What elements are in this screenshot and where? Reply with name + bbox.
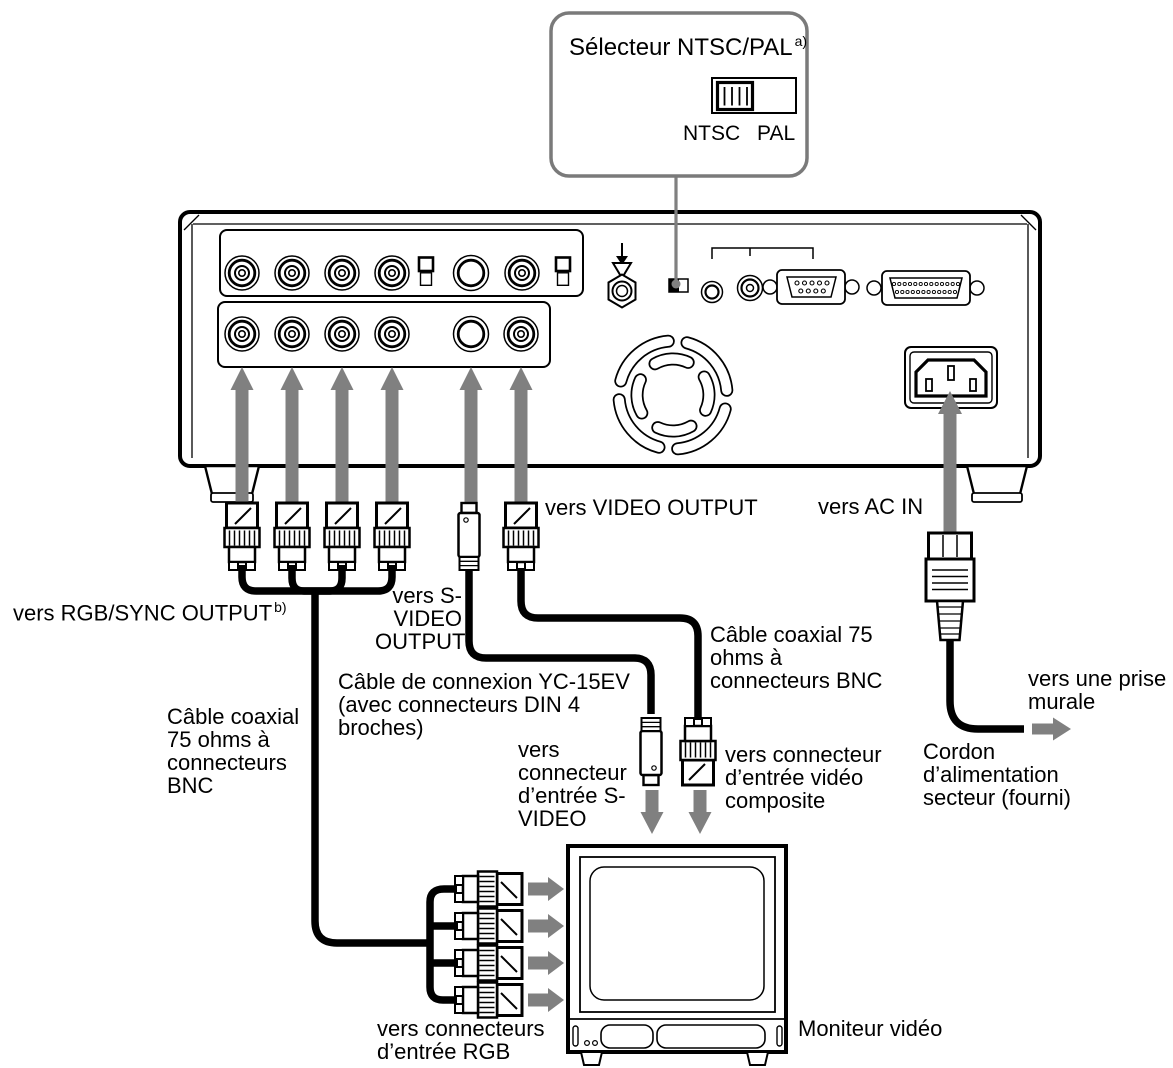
arrow-up-icon (380, 367, 404, 505)
corner-chamfer-right (1020, 214, 1037, 231)
s-video-plug-top (457, 501, 481, 572)
ntsc-pal-switch-graphic[interactable] (711, 77, 797, 114)
monitor-foot-right (745, 1051, 770, 1066)
arrow-up-icon (330, 367, 354, 505)
label-video-output: vers VIDEO OUTPUT (545, 495, 758, 520)
rgb-sync-output-connector-row (219, 229, 584, 297)
bnc-plug-video-output (502, 501, 540, 572)
dsub9-connector (762, 269, 860, 305)
video-monitor (566, 844, 788, 1066)
callout-ntsc-label: NTSC (683, 122, 741, 145)
arrow-right-icon (1032, 717, 1071, 741)
device-foot-left (203, 464, 261, 503)
arrow-up-icon (230, 367, 254, 505)
cables (238, 565, 1024, 1004)
remote-jacks (700, 247, 814, 304)
rgb-manifold (426, 885, 457, 1004)
label-coax-cable-left: Câble coaxial 75 ohms à connecteurs BNC (167, 704, 300, 798)
callout-pal-label: PAL (757, 122, 796, 145)
ground-terminal-icon (607, 243, 637, 309)
label-composite-input: vers connecteur d’entrée vidéo composite (725, 742, 882, 813)
device-foot-right (965, 464, 1029, 503)
ac-power-plug (924, 531, 976, 642)
label-rgb-input: vers connecteurs d’entrée RGB (377, 1016, 545, 1064)
label-s-video-input: vers connecteur d’entrée S- VIDEO (518, 737, 627, 831)
label-wall-outlet: vers une prise murale (1028, 666, 1167, 714)
arrow-up-icon (509, 367, 533, 505)
video-output-connector-row (217, 301, 551, 368)
rgb-cable-main (311, 588, 430, 947)
label-power-cord: Cordon d’alimentation secteur (fourni) (923, 739, 1071, 810)
label-monitor: Moniteur vidéo (798, 1016, 943, 1041)
ac-in-socket (904, 346, 998, 409)
ntsc-pal-leader-line (671, 176, 681, 289)
arrow-up-icon (280, 367, 304, 505)
bnc-plugs-monitor-rgb (453, 870, 524, 1019)
label-coax-cable-right: Câble coaxial 75 ohms à connecteurs BNC (710, 622, 883, 693)
power-cord-cable (946, 638, 1024, 733)
termination-switch-icon (417, 256, 435, 287)
label-yc15ev-cable: Câble de connexion YC-15EV (avec connect… (338, 669, 630, 740)
s-video-plug-monitor (639, 716, 663, 787)
label-s-video-output: vers S- VIDEO OUTPUT (375, 583, 466, 654)
monitor-screen (589, 866, 765, 1001)
arrow-right-icon (528, 877, 564, 901)
corner-chamfer-left (183, 214, 200, 231)
monitor-foot-left (579, 1051, 604, 1066)
bnc-plugs-rgb-sync (223, 501, 411, 572)
s-video-cable (465, 568, 655, 714)
bnc-plug-composite (679, 716, 717, 787)
arrow-right-icon (528, 914, 564, 938)
arrow-down-icon (688, 790, 712, 834)
footnote-b: b) (274, 599, 287, 615)
arrow-down-icon (640, 790, 664, 834)
dsub25-connector (866, 270, 985, 306)
ntsc-pal-callout (549, 11, 809, 178)
fan-grille-icon (612, 334, 734, 456)
termination-switch-icon (554, 256, 572, 287)
arrow-up-icon (459, 367, 483, 505)
rgb-cable-1 (238, 565, 315, 595)
device-rear-panel (178, 210, 1042, 503)
arrow-right-icon (528, 988, 564, 1012)
arrow-up-icon (938, 391, 962, 532)
label-ac-in: vers AC IN (818, 494, 924, 519)
composite-cable (517, 568, 702, 720)
rgb-cable-2 (288, 565, 315, 595)
footnote-a: a) (794, 33, 808, 49)
flow-arrows (230, 367, 1071, 1012)
arrow-right-icon (528, 951, 564, 975)
rgb-cable-4 (315, 565, 396, 595)
s-video-output-jack (452, 254, 490, 292)
